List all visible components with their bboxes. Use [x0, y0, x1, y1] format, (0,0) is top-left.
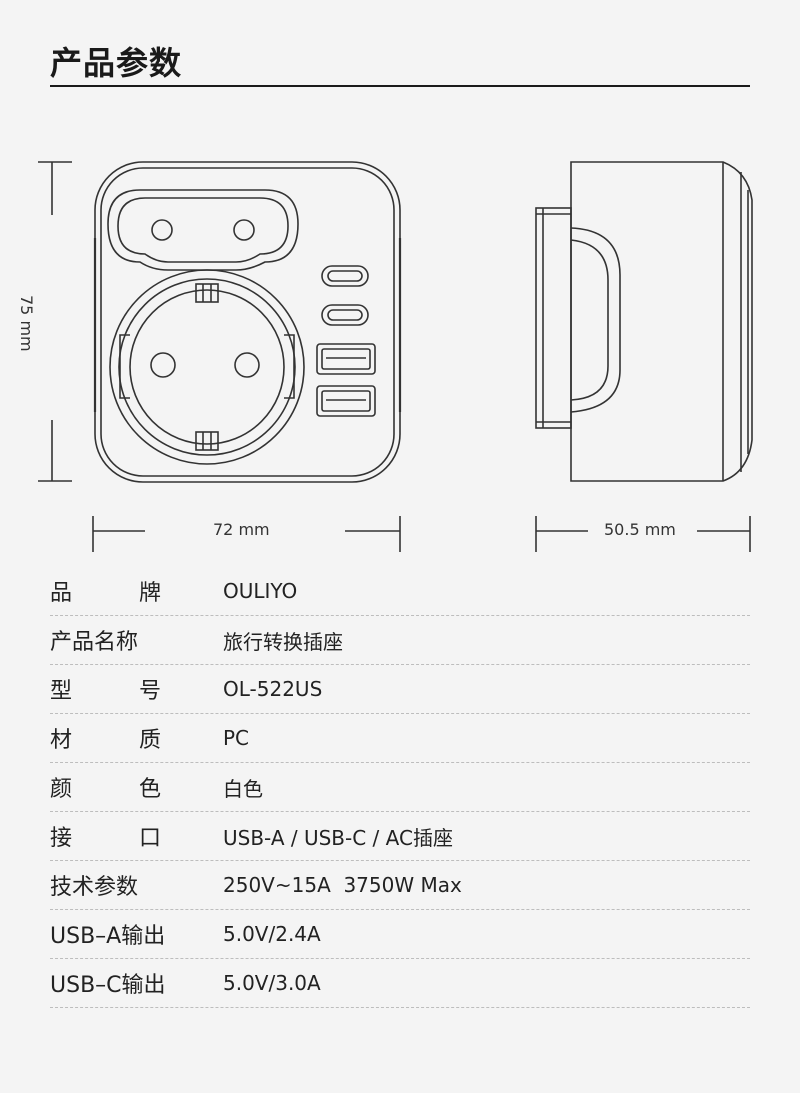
spec-key-part: 色: [138, 777, 161, 802]
spec-key: 颜 色: [50, 771, 223, 803]
spec-table: 品 牌 OULIYO 产品名称 旅行转换插座 型 号 OL-522US 材 质 …: [50, 567, 750, 1008]
spec-key-part: 型: [50, 679, 73, 704]
spec-key-part: 牌: [138, 581, 161, 606]
spec-row-product-name: 产品名称 旅行转换插座: [50, 616, 750, 665]
spec-row-brand: 品 牌 OULIYO: [50, 567, 750, 616]
spec-value: 白色: [223, 776, 263, 801]
spec-value: PC: [223, 726, 250, 750]
page-title: 产品参数: [50, 44, 183, 82]
height-dimension-label: 75 mm: [17, 295, 36, 352]
spec-key-part: 材: [50, 728, 73, 753]
spec-value: OL-522US: [223, 677, 323, 701]
width-dimension-label: 72 mm: [213, 520, 270, 539]
spec-row-usb-c-output: USB–C输出 5.0V/3.0A: [50, 959, 750, 1008]
spec-key-part: 品: [50, 581, 73, 606]
spec-value: OULIYO: [223, 579, 298, 603]
spec-key-part: 口: [138, 826, 161, 851]
spec-row-model: 型 号 OL-522US: [50, 665, 750, 714]
spec-key: 产品名称: [50, 630, 139, 655]
spec-key: 品 牌: [50, 575, 223, 607]
spec-key: 材 质: [50, 722, 223, 754]
title-divider: [50, 85, 750, 87]
spec-key-part: 接: [50, 826, 73, 851]
spec-key: 技术参数: [50, 875, 139, 900]
spec-value: 5.0V/2.4A: [223, 922, 321, 946]
spec-value: 250V~15A 3750W Max: [223, 873, 462, 897]
spec-key-part: 质: [138, 728, 161, 753]
product-drawing: [38, 161, 753, 552]
spec-key: 型 号: [50, 673, 223, 705]
spec-key-part: 颜: [50, 777, 73, 802]
spec-key: 接 口: [50, 820, 223, 852]
spec-value: USB-A / USB-C / AC插座: [223, 825, 453, 850]
spec-row-interface: 接 口 USB-A / USB-C / AC插座: [50, 812, 750, 861]
spec-row-usb-a-output: USB–A输出 5.0V/2.4A: [50, 910, 750, 959]
spec-key-part: 号: [138, 679, 161, 704]
spec-key: USB–C输出: [50, 973, 166, 998]
spec-value: 旅行转换插座: [223, 629, 343, 654]
depth-dimension-label: 50.5 mm: [604, 520, 676, 539]
spec-value: 5.0V/3.0A: [223, 971, 321, 995]
spec-row-color: 颜 色 白色: [50, 763, 750, 812]
spec-key: USB–A输出: [50, 924, 166, 949]
spec-row-material: 材 质 PC: [50, 714, 750, 763]
spec-row-tech-params: 技术参数 250V~15A 3750W Max: [50, 861, 750, 910]
